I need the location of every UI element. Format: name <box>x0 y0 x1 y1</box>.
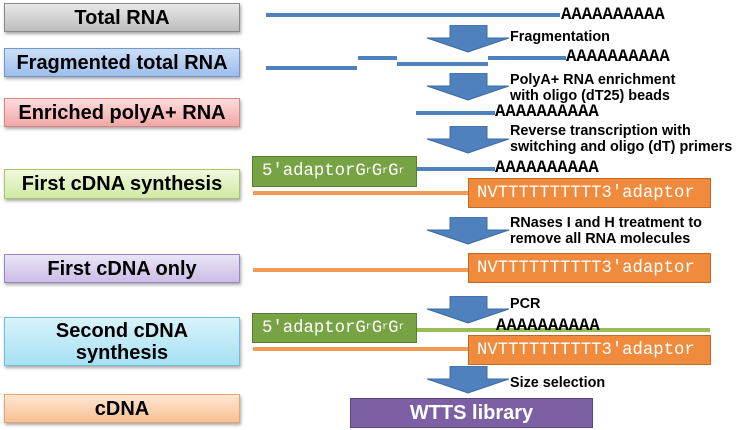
step-fragmentation: Fragmentation <box>510 29 610 45</box>
first-cdna-strand <box>253 191 469 195</box>
stage-label: Fragmented total RNA <box>16 51 228 74</box>
down-arrow-icon <box>426 366 510 394</box>
rna-fragment <box>397 62 488 66</box>
stage-label: Second cDNA synthesis <box>55 319 189 364</box>
step-reverse-transcription: Reverse transcription with switching and… <box>510 123 732 155</box>
polya-tail: AAAAAAAAAA <box>495 159 599 178</box>
stage-label: cDNA <box>94 397 150 420</box>
adaptor-3-prime-box: NVTTTTTTTTTT3′adaptor <box>468 253 711 283</box>
adaptor-3-prime-box: NVTTTTTTTTTT3′adaptor <box>468 335 711 365</box>
step-text: Fragmentation <box>510 29 610 45</box>
first-cdna-strand <box>253 347 469 351</box>
rna-fragment <box>488 56 566 60</box>
rna-fragment <box>266 66 357 70</box>
stage-label: First cDNA synthesis <box>21 173 223 195</box>
step-pcr: PCR <box>510 296 540 312</box>
stage-total-rna: Total RNA <box>4 3 240 32</box>
first-cdna-strand <box>253 268 469 272</box>
stage-cdna: cDNA <box>4 394 240 423</box>
stage-fragmented-total-rna: Fragmented total RNA <box>4 48 240 77</box>
adaptor-5-prefix: 5′adaptor <box>262 162 356 181</box>
adaptor-5-prefix: 5′adaptor <box>262 318 356 338</box>
step-size-selection: Size selection <box>510 375 605 391</box>
step-text: remove all RNA molecules <box>510 231 691 247</box>
adaptor-5-g: G <box>388 318 399 338</box>
step-rnase-treatment: RNases I and H treatment to remove all R… <box>510 215 702 247</box>
step-text: with oligo (dT25) beads <box>510 88 670 104</box>
stage-label: First cDNA only <box>47 257 197 280</box>
polya-tail: AAAAAAAAAA <box>561 6 665 25</box>
adaptor-5-g: G <box>355 318 366 338</box>
step-text: switching and oligo (dT) primers <box>510 139 733 155</box>
down-arrow-icon <box>426 126 510 154</box>
step-text: Reverse transcription with <box>510 123 691 139</box>
second-cdna-strand <box>417 328 710 332</box>
stage-first-cdna-only: First cDNA only <box>4 254 240 283</box>
down-arrow-icon <box>426 73 510 101</box>
stage-label: Total RNA <box>74 6 170 29</box>
polya-tail: AAAAAAAAAA <box>495 103 599 122</box>
stage-enriched-polya-rna: Enriched polyA+ RNA <box>4 98 240 127</box>
wtts-library-box: WTTS library <box>350 398 593 428</box>
adaptor-3-prime-box: NVTTTTTTTTTT3′adaptor <box>468 178 711 208</box>
rna-fragment <box>358 56 397 60</box>
adaptor-3-text: NVTTTTTTTTTT3′adaptor <box>477 258 695 278</box>
step-text: RNases I and H treatment to <box>510 215 702 231</box>
product-label: WTTS library <box>409 401 534 424</box>
rna-template-strand <box>417 167 495 171</box>
rna-strand <box>266 13 560 17</box>
step-text: Size selection <box>510 375 606 391</box>
step-polya-enrichment: PolyA+ RNA enrichment with oligo (dT25) … <box>510 72 675 104</box>
step-text: PCR <box>510 296 541 312</box>
down-arrow-icon <box>426 217 510 245</box>
adaptor-5-g: G <box>355 162 366 181</box>
adaptor-5-g: G <box>371 318 383 338</box>
step-text: PolyA+ RNA enrichment <box>510 72 676 88</box>
stage-first-cdna-synthesis: First cDNA synthesis <box>4 169 240 199</box>
adaptor-5-g: G <box>371 162 383 181</box>
polya-tail: AAAAAAAAAA <box>496 317 600 336</box>
adaptor-3-text: NVTTTTTTTTTT3′adaptor <box>477 340 695 360</box>
polya-tail: AAAAAAAAAA <box>566 48 670 67</box>
adaptor-5-g: G <box>388 162 399 181</box>
down-arrow-icon <box>426 25 510 53</box>
rna-fragment <box>416 111 495 115</box>
stage-label: Enriched polyA+ RNA <box>18 101 226 124</box>
stage-second-cdna-synthesis: Second cDNA synthesis <box>4 317 240 366</box>
adaptor-3-text: NVTTTTTTTTTT3′adaptor <box>477 183 695 203</box>
down-arrow-icon <box>426 296 510 324</box>
